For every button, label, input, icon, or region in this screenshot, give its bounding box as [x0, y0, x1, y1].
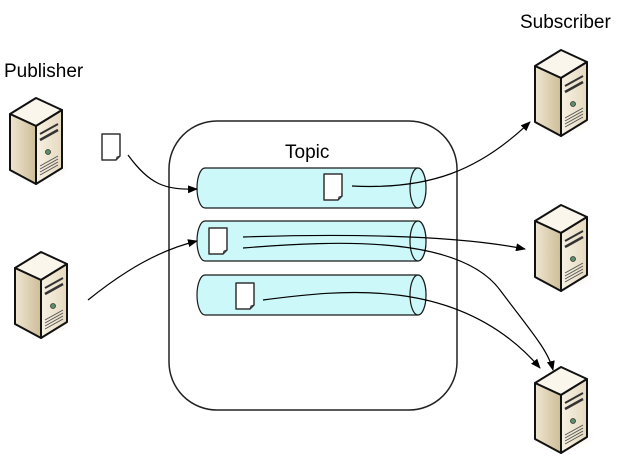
flow-publisher-1-to-queue-1	[127, 154, 198, 194]
document-icon	[208, 227, 228, 255]
publisher-2-server-icon	[9, 250, 77, 340]
publisher-1-server-icon	[4, 96, 72, 186]
flow-publisher-2-to-queue-2	[87, 239, 198, 301]
document-icon	[323, 173, 343, 201]
queue-1	[196, 167, 427, 209]
queue-2	[196, 220, 427, 262]
topic-label: Topic	[285, 142, 329, 163]
topic-container	[168, 120, 458, 411]
flow-queue-2-to-subscriber-2	[242, 234, 526, 252]
publisher-message-document-icon	[101, 133, 121, 161]
document-icon	[235, 282, 255, 310]
flow-queue-1-to-subscriber-1	[351, 121, 531, 188]
subscriber-2-server-icon	[529, 203, 597, 293]
flow-queue-3-to-subscriber-3	[262, 291, 541, 369]
flow-queue-2-to-subscriber-3	[242, 242, 555, 371]
subscriber-3-server-icon	[529, 365, 597, 455]
subscriber-1-server-icon	[529, 48, 597, 138]
publisher-label: Publisher	[4, 61, 84, 82]
subscriber-label: Subscriber	[520, 12, 611, 33]
